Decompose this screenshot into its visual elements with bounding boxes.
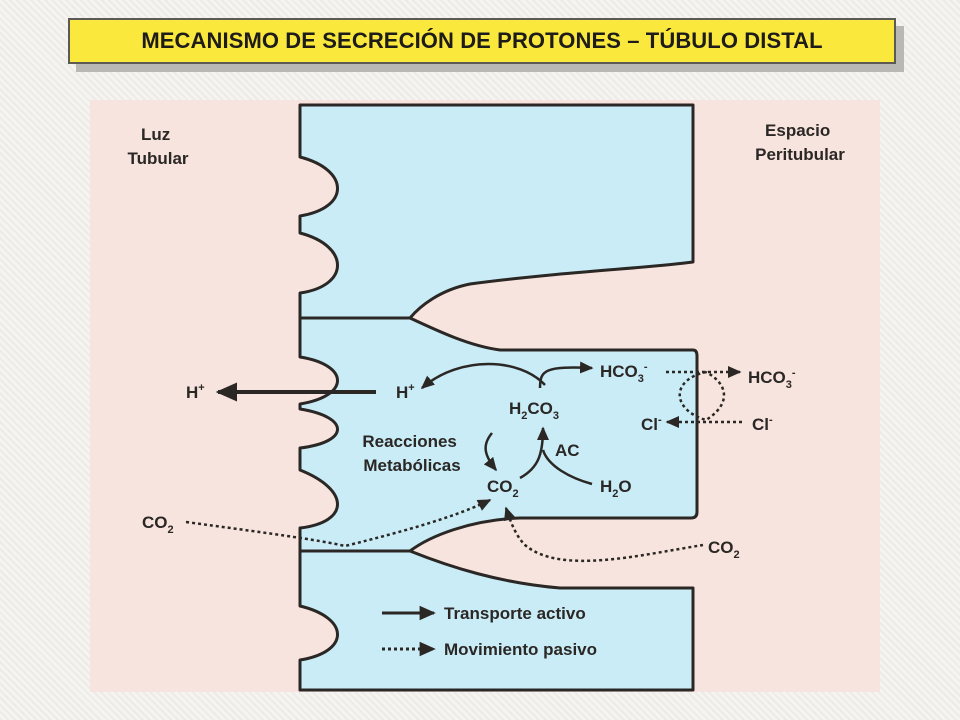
- cl-ion-peritubular: Cl-: [752, 414, 773, 434]
- cl-ion-cell: Cl-: [641, 414, 662, 434]
- metabolic-reactions-label: Reacciones Metabólicas: [362, 432, 461, 475]
- co2-molecule-cell: CO2: [487, 477, 519, 500]
- proton-secretion-diagram: Luz Tubular Espacio Peritubular H+ H+ HC…: [127, 103, 845, 692]
- hco3-ion-cell: HCO3-: [600, 361, 648, 385]
- metabolic-arrow: [483, 432, 497, 472]
- co2-molecule-lumen: CO2: [142, 513, 174, 536]
- diagram-title: MECANISMO DE SECRECIÓN DE PROTONES – TÚB…: [141, 28, 823, 53]
- h-ion-cell: H+: [396, 382, 415, 402]
- title-banner: MECANISMO DE SECRECIÓN DE PROTONES – TÚB…: [68, 18, 896, 64]
- co2-diffusion-from-lumen: [185, 498, 492, 548]
- hydration-arrow: [519, 426, 549, 480]
- lower-cell: [298, 549, 695, 692]
- middle-cell: [298, 316, 699, 553]
- peritubular-label: Espacio Peritubular: [755, 121, 845, 164]
- h-ion-lumen: H+: [186, 382, 205, 402]
- h2o-molecule: H2O: [600, 477, 632, 500]
- h2co3-molecule: H2CO3: [509, 399, 559, 422]
- lumen-label: Luz Tubular: [127, 125, 188, 168]
- exchanger-loop: [678, 370, 726, 422]
- hco3-ion-peritubular: HCO3-: [748, 367, 796, 391]
- co2-molecule-peritubular: CO2: [708, 538, 740, 561]
- carbonic-anhydrase-label: AC: [555, 441, 580, 460]
- legend-active-label: Transporte activo: [444, 604, 586, 623]
- water-entry-curve: [541, 449, 593, 486]
- diagram-panel: Luz Tubular Espacio Peritubular H+ H+ HC…: [90, 100, 880, 692]
- h-release-arrow: [420, 362, 546, 389]
- legend-passive-label: Movimiento pasivo: [444, 640, 597, 659]
- hco3-release-arrow: [538, 361, 594, 389]
- co2-diffusion-from-peritubular: [504, 506, 704, 562]
- upper-cell: [298, 103, 695, 320]
